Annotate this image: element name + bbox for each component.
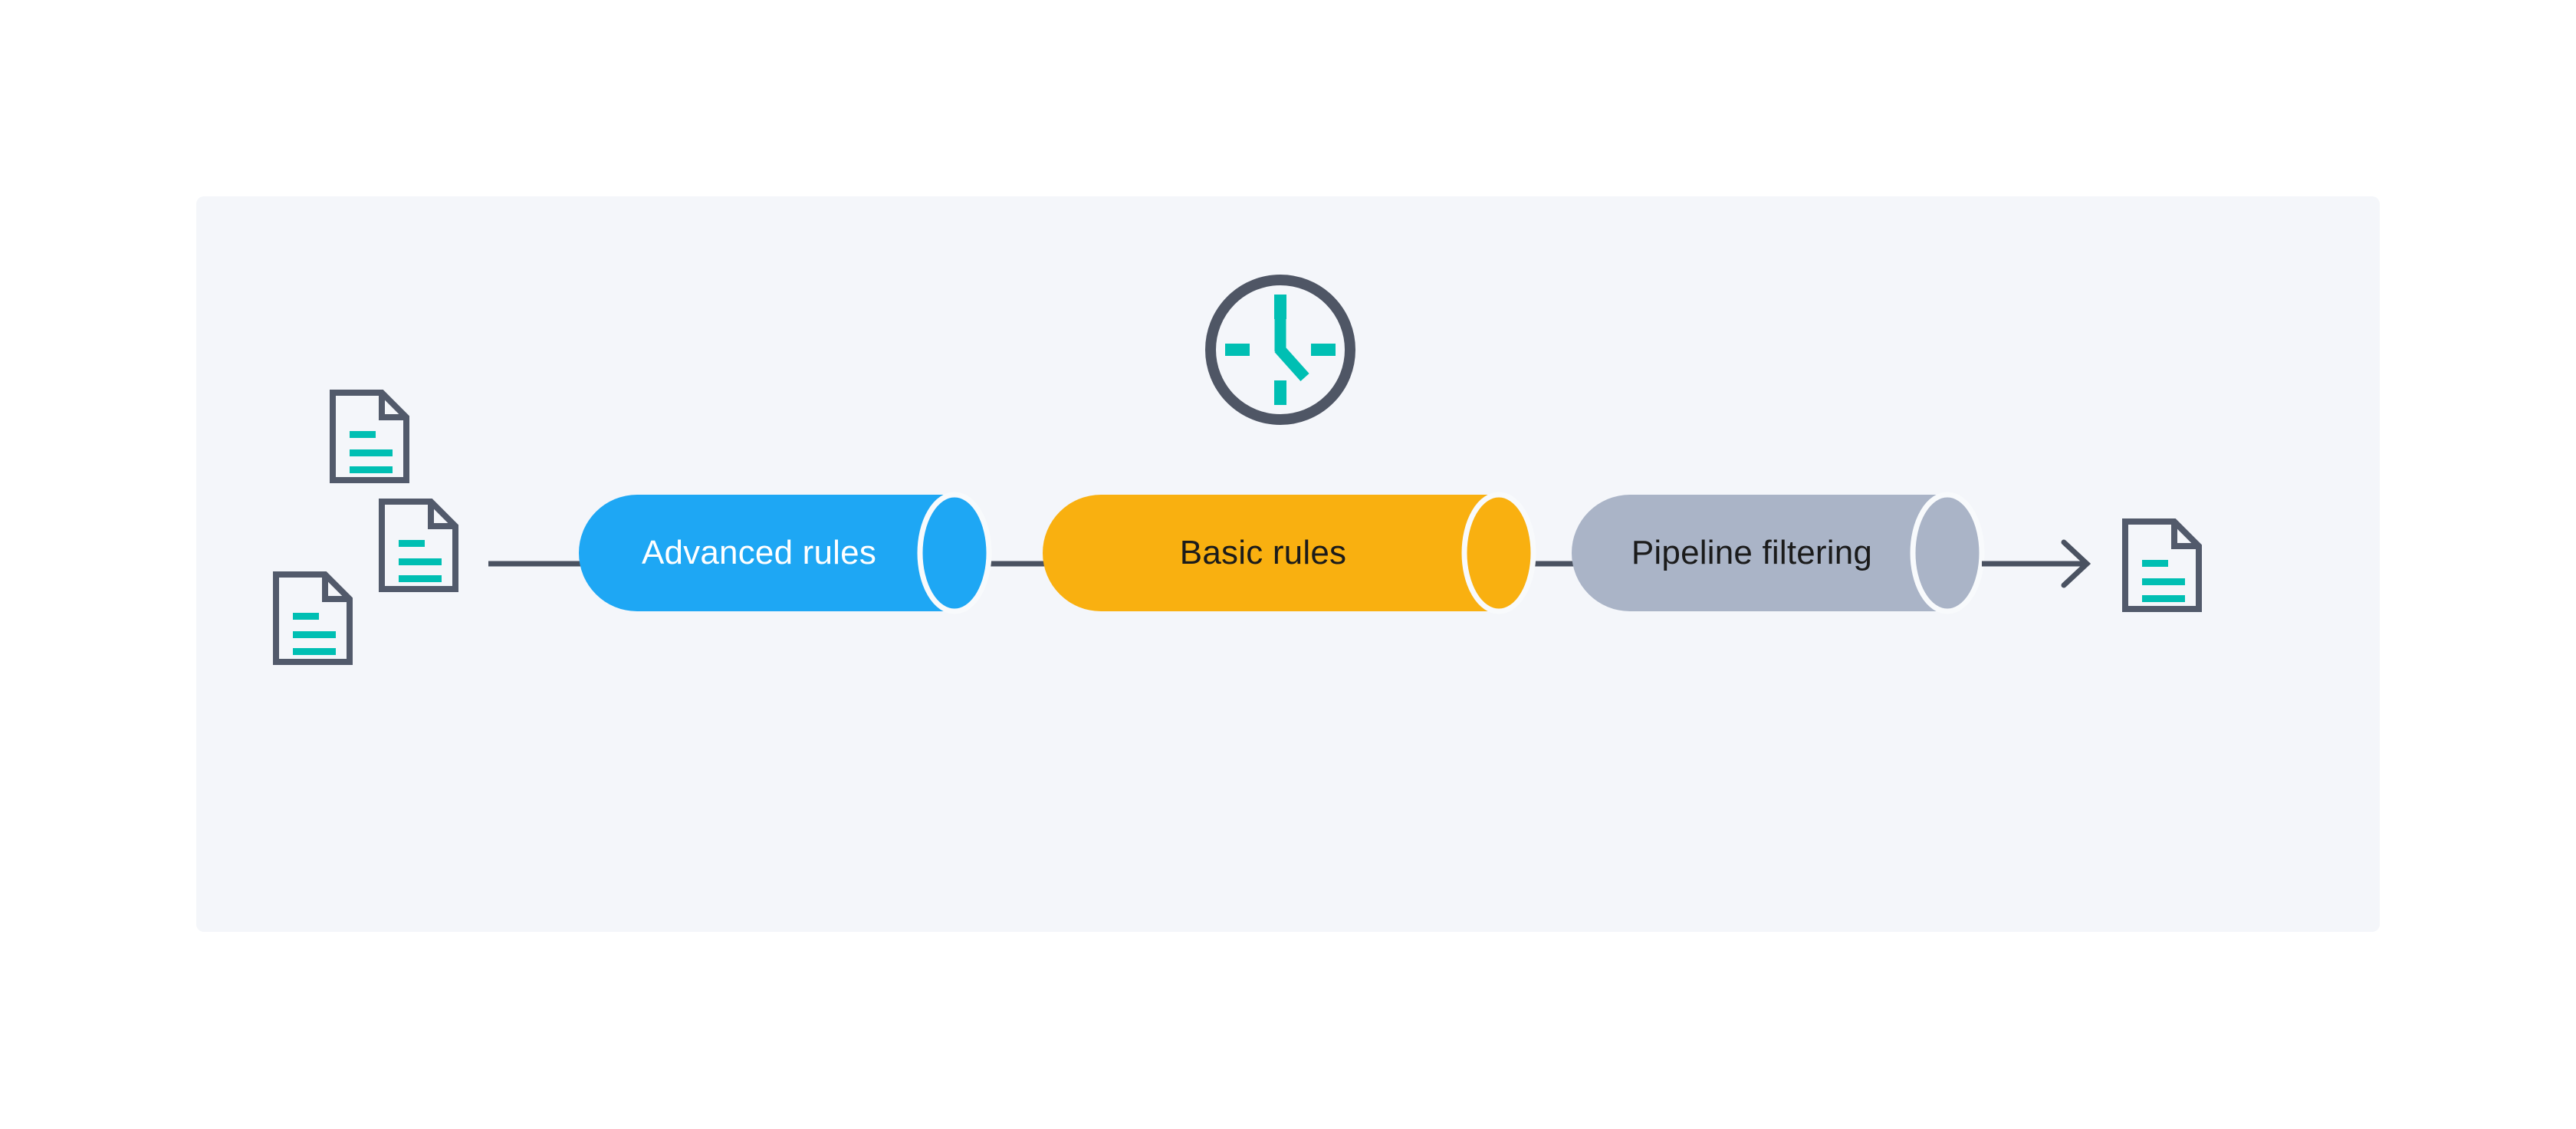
clock-mark-6 — [1274, 380, 1286, 405]
stage-pipeline-filtering[interactable] — [1572, 492, 1985, 614]
stage-basic-rules-body — [1043, 495, 1499, 611]
input-document-top — [333, 393, 406, 480]
stage-pipeline-filtering-body — [1572, 495, 1947, 611]
output-arrow-head — [2061, 539, 2091, 588]
clock-hour-hand — [1274, 344, 1309, 382]
output-document — [2125, 522, 2199, 609]
stage-advanced-rules-cap — [917, 492, 992, 614]
stage-basic-rules[interactable] — [1043, 492, 1536, 614]
clock-ring — [1205, 275, 1355, 425]
output-arrow — [1982, 539, 2091, 588]
stage-pipeline-filtering-cap — [1910, 492, 1985, 614]
stage-basic-rules-cap — [1461, 492, 1536, 614]
input-document-middle — [382, 502, 455, 589]
clock-icon — [1205, 275, 1355, 425]
input-document-bottom — [276, 574, 350, 662]
stage-advanced-rules-body — [579, 495, 955, 611]
clock-mark-3 — [1311, 344, 1336, 356]
stage-advanced-rules[interactable] — [579, 492, 992, 614]
clock-mark-9 — [1225, 344, 1250, 356]
clock-mark-12 — [1274, 295, 1286, 319]
